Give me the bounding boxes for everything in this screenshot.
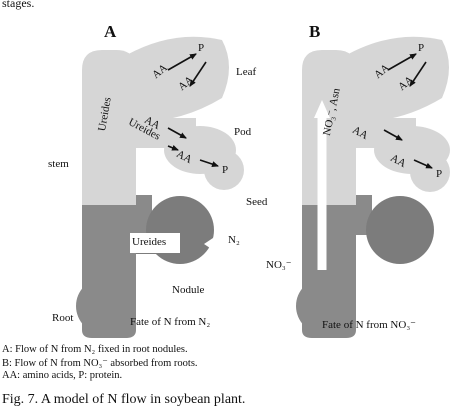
p-pod-label-b: P — [436, 168, 443, 180]
arrow-p-aa-leaf — [189, 61, 207, 87]
arrow-aa-leaf — [167, 53, 197, 71]
seed-label-a: Seed — [246, 196, 268, 208]
figure-caption: Fig. 7. A model of N flow in soybean pla… — [2, 392, 246, 407]
p-leaf-label-a: P — [198, 42, 205, 54]
root-label-a: Root — [52, 312, 74, 324]
n2-source-label: N₂ — [228, 234, 240, 246]
arrow-aa-p-pod — [199, 159, 219, 167]
fate-label-a: Fate of N from N₂ — [130, 316, 211, 328]
no3-source-label: NO₃⁻ — [266, 259, 292, 271]
no3-inlet-arrowhead — [314, 100, 330, 118]
p-pod-label-a: P — [222, 164, 229, 176]
previous-page-fragment: stages. — [2, 0, 35, 10]
leaf-a — [118, 36, 229, 122]
arrow-aa-p-pod-b — [413, 159, 433, 169]
fate-label-b: Fate of N from NO₃⁻ — [322, 319, 416, 331]
panel-a — [76, 36, 244, 338]
leaf-b — [338, 36, 449, 122]
nodule-b — [366, 196, 434, 264]
arrow-aa-pod — [167, 127, 187, 139]
petiole-b — [356, 118, 416, 148]
legend-line-a: A: Flow of N from N₂ fixed in root nodul… — [2, 344, 188, 355]
panel-b — [296, 36, 450, 338]
seed-a — [204, 150, 244, 190]
panel-a-label: A — [104, 22, 117, 41]
p-leaf-label-b: P — [418, 42, 425, 54]
legend-line-b: B: Flow of N from NO₃⁻ absorbed from roo… — [2, 358, 198, 369]
leaf-label-a: Leaf — [236, 66, 257, 78]
arrow-aa-leaf-b — [387, 53, 417, 71]
seed-b — [410, 152, 450, 192]
root-tip-b — [296, 278, 352, 334]
ureides-root-box — [130, 233, 180, 253]
arrow-p-aa-leaf-b — [409, 61, 427, 87]
nodule-label-a: Nodule — [172, 284, 205, 296]
arrow-aa-pod-b — [383, 129, 403, 141]
stem-label-a: stem — [48, 158, 69, 170]
pod-label-a: Pod — [234, 126, 252, 138]
ureides-root-label: Ureides — [132, 236, 167, 248]
legend-line-abbrev: AA: amino acids, P: protein. — [2, 370, 123, 381]
arrow-ureides-pod — [167, 144, 179, 151]
n2-inlet-arrow — [204, 236, 216, 252]
panel-b-label: B — [309, 22, 321, 41]
root-tip-a — [76, 278, 132, 334]
